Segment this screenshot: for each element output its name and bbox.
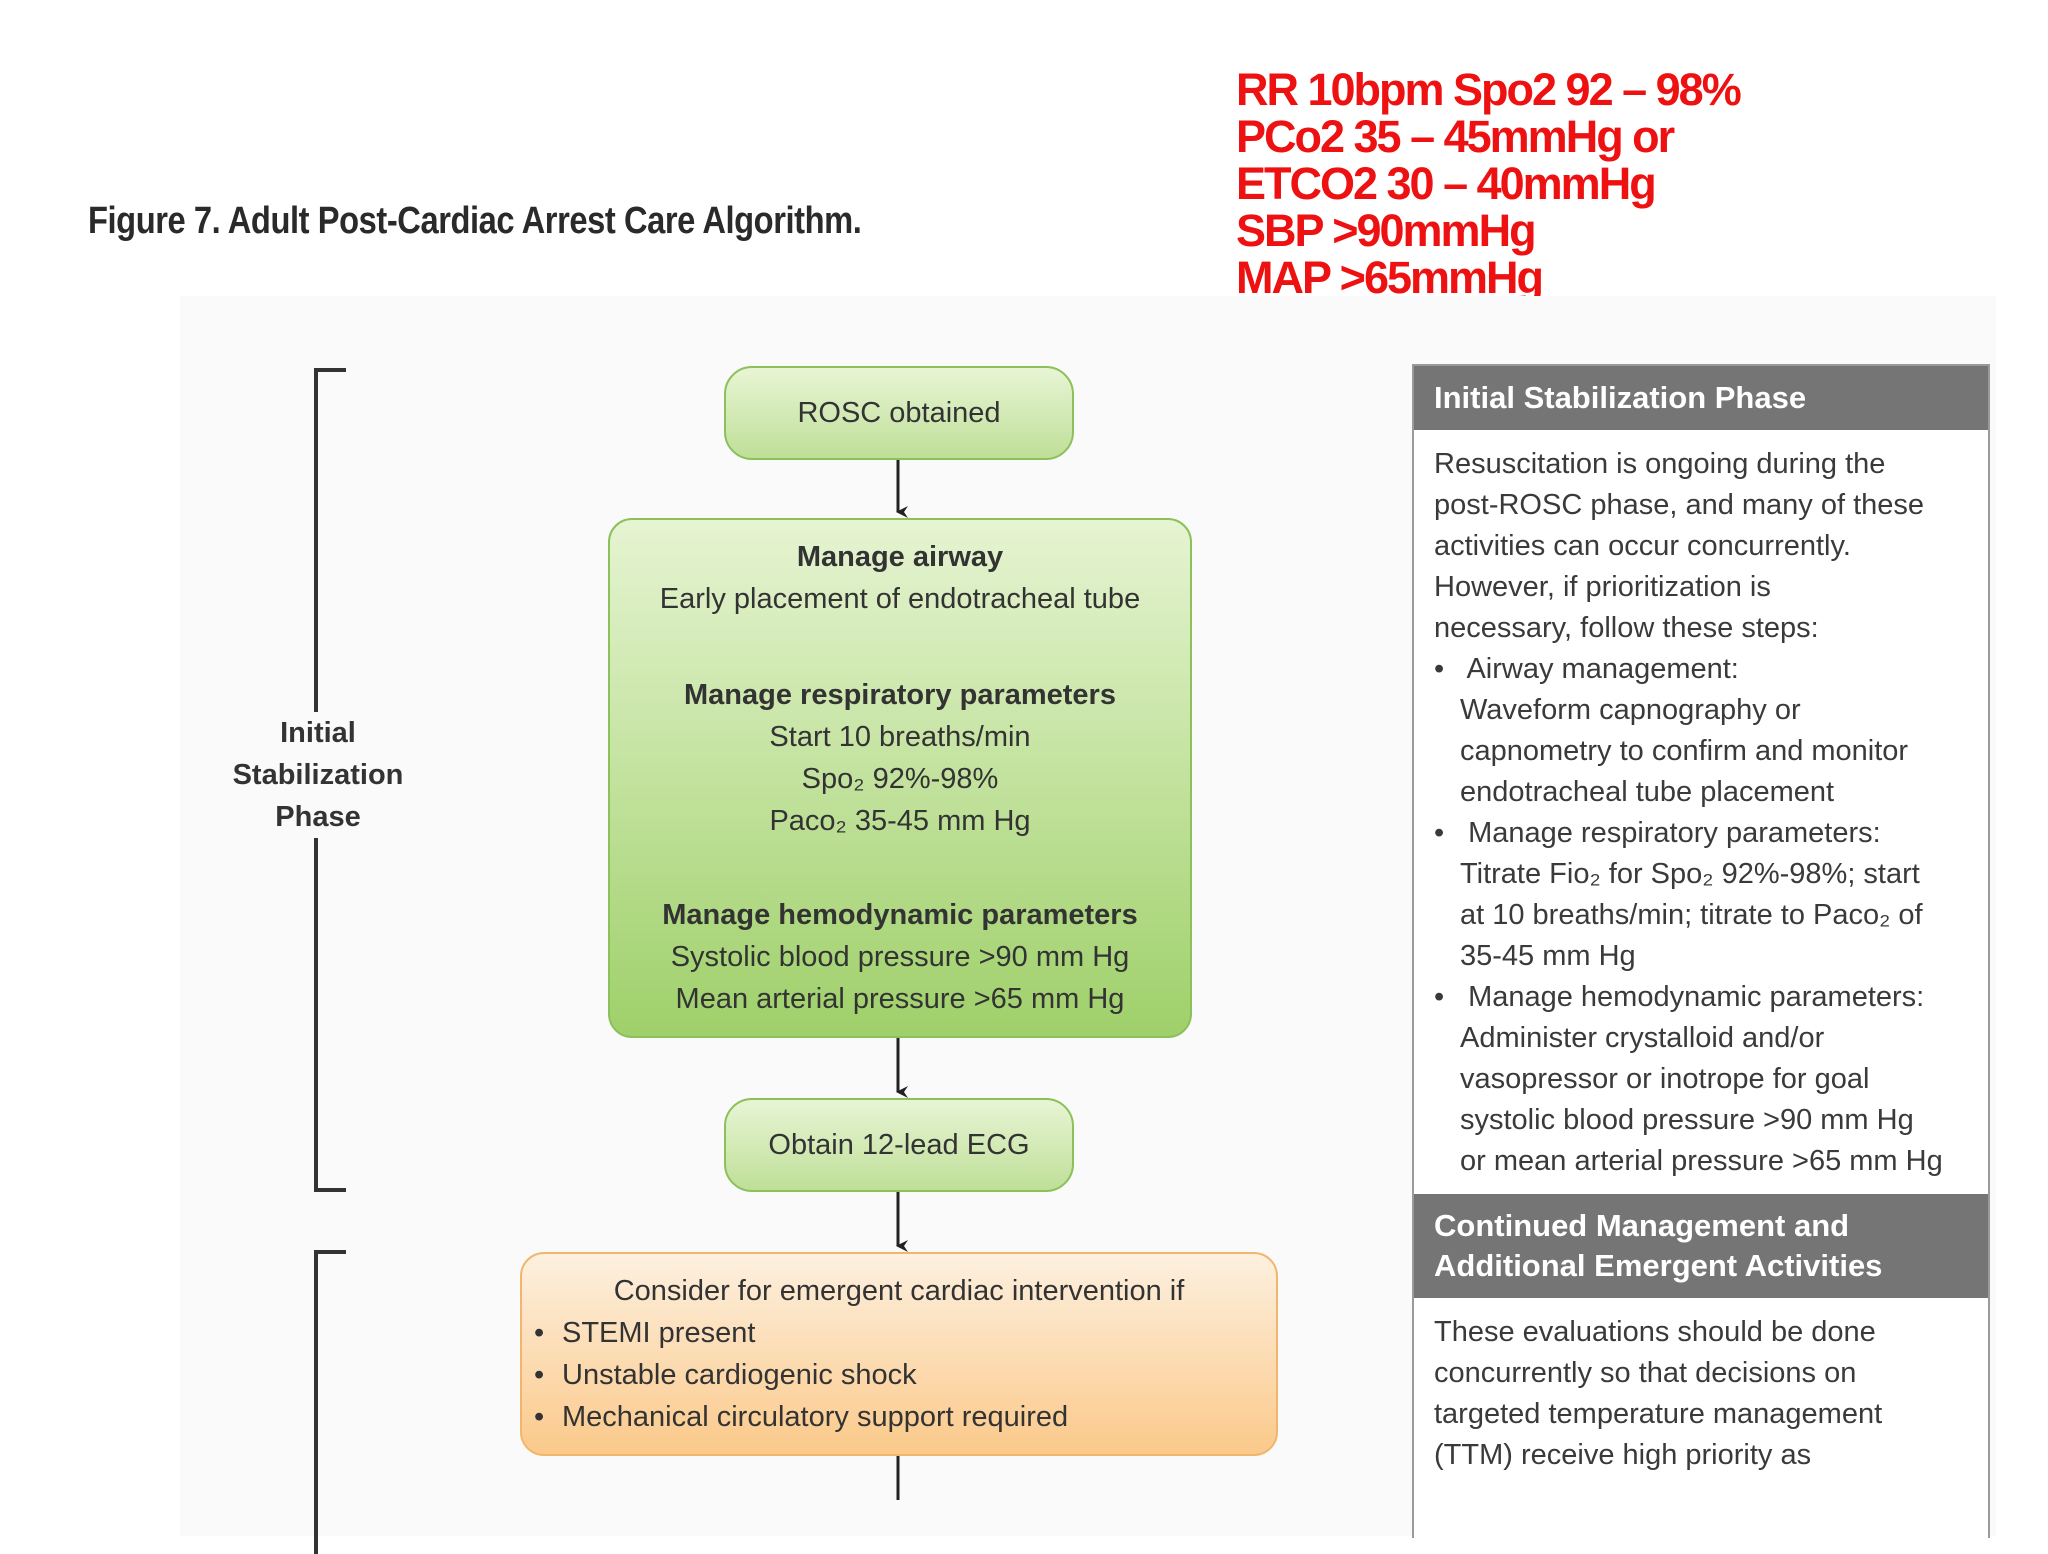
sidebar-section1-title: Initial Stabilization Phase xyxy=(1414,366,1988,430)
vital-targets-annotation: RR 10bpm Spo2 92 – 98% PCo2 35 – 45mmHg … xyxy=(1236,64,1742,303)
phase-bracket-continued xyxy=(314,1250,346,1554)
sidebar-line: However, if prioritization is xyxy=(1434,571,1771,603)
cardiac-intervention-item: STEMI present xyxy=(562,1312,1276,1354)
annotation-line: PCo2 35 – 45mmHg or xyxy=(1236,111,1675,162)
sidebar-section2-title: Continued Management and Additional Emer… xyxy=(1414,1194,1988,1298)
airway-block: Manage airway Early placement of endotra… xyxy=(610,536,1190,620)
respiratory-line: Spo₂ 92%-98% xyxy=(801,763,999,795)
sidebar-step: Manage respiratory parameters: Titrate F… xyxy=(1460,813,1968,977)
sidebar-section2-body: These evaluations should be done concurr… xyxy=(1414,1298,1988,1476)
sidebar-step: Airway management: Waveform capnography … xyxy=(1460,649,1968,813)
cardiac-intervention-item: Unstable cardiogenic shock xyxy=(562,1354,1276,1396)
sidebar-line: activities can occur concurrently. xyxy=(1434,530,1851,562)
phase-label-line: Initial xyxy=(280,717,356,749)
sidebar-line: necessary, follow these steps: xyxy=(1434,612,1819,644)
stabilization-steps-box: Manage airway Early placement of endotra… xyxy=(608,518,1192,1038)
obtain-ecg-label: Obtain 12-lead ECG xyxy=(768,1128,1030,1161)
cardiac-intervention-list: STEMI present Unstable cardiogenic shock… xyxy=(522,1312,1276,1438)
cardiac-intervention-item: Mechanical circulatory support required xyxy=(562,1396,1276,1438)
respiratory-block: Manage respiratory parameters Start 10 b… xyxy=(610,674,1190,842)
phase-label: Initial Stabilization Phase xyxy=(196,712,440,838)
sidebar-line: (TTM) receive high priority as xyxy=(1434,1439,1812,1471)
airway-title: Manage airway xyxy=(796,541,1004,573)
hemodynamic-line: Mean arterial pressure >65 mm Hg xyxy=(675,983,1125,1015)
phase-label-line: Phase xyxy=(275,801,361,833)
sidebar-step-list: Airway management: Waveform capnography … xyxy=(1434,649,1968,1182)
phase-label-line: Stabilization xyxy=(232,759,404,791)
hemodynamic-title: Manage hemodynamic parameters xyxy=(662,899,1138,931)
respiratory-title: Manage respiratory parameters xyxy=(684,679,1116,711)
hemodynamic-line: Systolic blood pressure >90 mm Hg xyxy=(670,941,1130,973)
sidebar-section1-body: Resuscitation is ongoing during the post… xyxy=(1414,430,1988,1182)
sidebar-step: Manage hemodynamic parameters: Administe… xyxy=(1460,977,1968,1182)
sidebar-line: post-ROSC phase, and many of these xyxy=(1434,489,1925,521)
sidebar-line: Resuscitation is ongoing during the xyxy=(1434,448,1886,480)
annotation-line: MAP >65mmHg xyxy=(1236,252,1544,303)
annotation-line: RR 10bpm Spo2 92 – 98% xyxy=(1236,64,1742,115)
sidebar-line: These evaluations should be done xyxy=(1434,1316,1876,1348)
cardiac-intervention-box: Consider for emergent cardiac interventi… xyxy=(520,1252,1278,1456)
annotation-line: SBP >90mmHg xyxy=(1236,205,1537,256)
figure-title: Figure 7. Adult Post-Cardiac Arrest Care… xyxy=(88,200,862,242)
hemodynamic-block: Manage hemodynamic parameters Systolic b… xyxy=(610,894,1190,1020)
rosc-obtained-label: ROSC obtained xyxy=(797,396,1001,429)
obtain-ecg-box: Obtain 12-lead ECG xyxy=(724,1098,1074,1192)
sidebar-line: targeted temperature management xyxy=(1434,1398,1883,1430)
airway-text: Early placement of endotracheal tube xyxy=(659,583,1141,615)
respiratory-line: Start 10 breaths/min xyxy=(769,721,1031,753)
rosc-obtained-box: ROSC obtained xyxy=(724,366,1074,460)
phase-notes-sidebar: Initial Stabilization Phase Resuscitatio… xyxy=(1412,364,1990,1538)
cardiac-intervention-heading: Consider for emergent cardiac interventi… xyxy=(613,1275,1185,1307)
annotation-line: ETCO2 30 – 40mmHg xyxy=(1236,158,1657,209)
respiratory-line: Paco₂ 35-45 mm Hg xyxy=(769,805,1031,837)
sidebar-line: concurrently so that decisions on xyxy=(1434,1357,1857,1389)
